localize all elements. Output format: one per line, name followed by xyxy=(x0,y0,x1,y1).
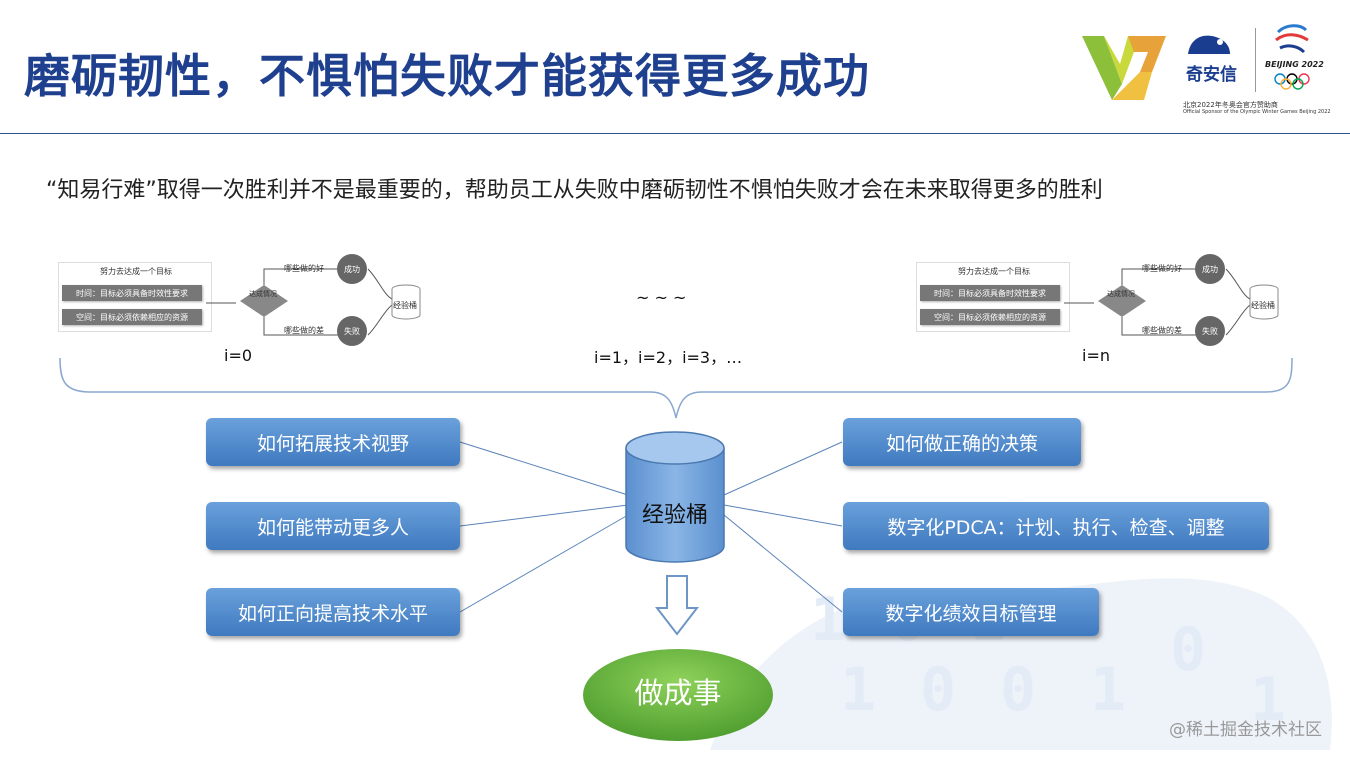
left-box-lead-people: 如何能带动更多人 xyxy=(206,502,460,550)
olympic-label: BEIJING 2022 xyxy=(1265,60,1324,69)
mini-goal-label: 努力去达成一个目标 xyxy=(958,267,1030,276)
iteration-last: i=n xyxy=(1082,346,1110,365)
iteration-first: i=0 xyxy=(224,346,253,365)
logo-divider xyxy=(1255,28,1256,92)
watermark-text: @稀土掘金技术社区 xyxy=(1169,720,1322,740)
mini-failure-node: 失败 xyxy=(337,316,367,346)
experience-bucket-cylinder xyxy=(625,431,725,563)
title-divider xyxy=(0,133,1350,134)
right-box-pdca: 数字化PDCA：计划、执行、检查、调整 xyxy=(843,502,1269,550)
mini-goal-frame xyxy=(916,262,1070,332)
iteration-tilde: ~ ~ ~ xyxy=(636,288,687,307)
mini-good-label: 哪些做的好 xyxy=(284,264,324,273)
sponsor-text: 北京2022年冬奥会官方赞助商 xyxy=(1183,101,1278,109)
mini-bad-label: 哪些做的差 xyxy=(284,326,324,335)
down-arrow-icon xyxy=(655,575,699,636)
page-title: 磨砺韧性，不惧怕失败才能获得更多成功 xyxy=(24,49,870,103)
qianxin-v-logo-icon xyxy=(1082,36,1166,100)
mini-time-bar: 时间：目标必须具备时效性要求 xyxy=(920,285,1060,301)
svg-text:1: 1 xyxy=(1090,655,1126,725)
mini-success-node: 成功 xyxy=(1195,254,1225,284)
svg-text:0: 0 xyxy=(920,655,956,725)
result-ellipse xyxy=(583,649,773,741)
svg-text:1: 1 xyxy=(1250,665,1286,735)
mini-flow-lines xyxy=(1064,268,1279,336)
mini-time-bar: 时间：目标必须具备时效性要求 xyxy=(62,285,202,301)
mini-good-label: 哪些做的好 xyxy=(1142,264,1182,273)
svg-text:1: 1 xyxy=(840,655,876,725)
right-box-performance: 数字化绩效目标管理 xyxy=(843,588,1099,636)
left-box-improve-skill: 如何正向提高技术水平 xyxy=(206,588,460,636)
left-box-tech-vision: 如何拓展技术视野 xyxy=(206,418,460,466)
mini-failure-node: 失败 xyxy=(1195,316,1225,346)
mini-space-bar: 空间：目标必须依赖相应的资源 xyxy=(920,309,1060,325)
right-box-decision: 如何做正确的决策 xyxy=(843,418,1081,466)
svg-text:0: 0 xyxy=(1000,655,1036,725)
mini-flow-lines xyxy=(206,268,421,336)
svg-text:1: 1 xyxy=(810,585,846,655)
iteration-middle: i=1，i=2，i=3，… xyxy=(594,348,743,367)
mini-decision-label: 达成情况 xyxy=(1107,290,1135,298)
mini-bucket-label: 经验桶 xyxy=(1251,301,1275,310)
company-name: 奇安信 xyxy=(1186,65,1237,85)
mini-decision-label: 达成情况 xyxy=(249,290,277,298)
result-label: 做成事 xyxy=(634,676,722,710)
bucket-label: 经验桶 xyxy=(641,503,708,528)
mini-goal-frame xyxy=(58,262,212,332)
mini-bucket-label: 经验桶 xyxy=(393,301,417,310)
mini-success-node: 成功 xyxy=(337,254,367,284)
mini-goal-label: 努力去达成一个目标 xyxy=(100,267,172,276)
sponsor-text-en: Official Sponsor of the Olympic Winter G… xyxy=(1183,109,1331,115)
svg-text:0: 0 xyxy=(1170,615,1206,685)
mini-space-bar: 空间：目标必须依赖相应的资源 xyxy=(62,309,202,325)
olympic-rings-icon xyxy=(1274,73,1310,90)
mini-bad-label: 哪些做的差 xyxy=(1142,326,1182,335)
subtitle: “知易行难”取得一次胜利并不是最重要的，帮助员工从失败中磨砺韧性不惧怕失败才会在… xyxy=(46,178,1103,203)
beijing-2022-emblem-icon xyxy=(1275,24,1309,54)
qianxin-tiger-logo-icon xyxy=(1188,35,1230,54)
